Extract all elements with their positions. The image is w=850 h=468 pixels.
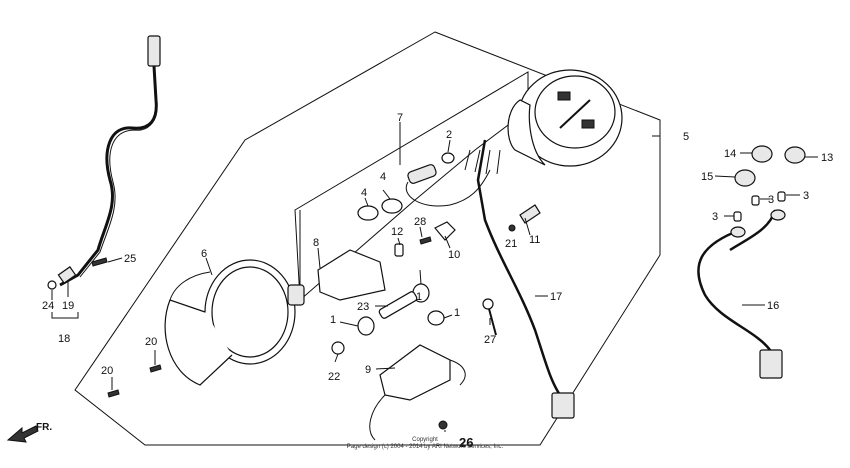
callout-16: 16 [767,300,779,312]
callout-25: 25 [124,253,136,265]
grommet-1b [357,316,375,336]
leader-lines [51,122,818,432]
callout-8: 8 [313,237,319,249]
callout-7: 7 [397,112,403,124]
screw-26 [438,420,448,430]
bolt-27 [487,304,497,336]
wire-harness-17 [464,139,575,419]
connector-16 [759,349,783,379]
part-callouts: 1 1 1 2 3 3 3 4 4 5 6 7 8 9 10 11 12 13 … [42,112,833,450]
callout-15: 15 [701,171,713,183]
callout-5: 5 [683,131,689,143]
stay-8 [317,249,386,301]
assembly-outline [74,31,661,446]
callout-1: 1 [416,291,422,303]
screw-20b [107,389,120,398]
nut-22 [331,341,345,355]
trip-window [581,119,595,129]
arrow-icon [6,425,39,443]
screw-20a [149,364,162,373]
collar-23 [378,291,418,319]
callout-19: 19 [62,300,74,312]
callout-20: 20 [101,365,113,377]
callout-1: 1 [330,314,336,326]
bulb-3c [733,211,742,222]
callout-21: 21 [505,238,517,250]
bulb-3a [751,195,760,206]
callout-17: 17 [550,291,562,303]
callout-13: 13 [821,152,833,164]
callout-24: 24 [42,300,54,312]
pin-12 [394,243,404,257]
callout-18: 18 [58,333,70,345]
rubber-8 [287,284,305,306]
callout-9: 9 [365,364,371,376]
callout-12: 12 [391,226,403,238]
callout-26: 26 [459,435,473,450]
callout-14: 14 [724,148,736,160]
clamp-10 [434,221,456,241]
front-direction-arrow: FR. [6,422,52,443]
washer-24 [47,280,57,290]
callout-6: 6 [201,248,207,260]
callout-4: 4 [361,187,367,199]
callout-3: 3 [803,190,809,202]
callout-3: 3 [712,211,718,223]
callout-28: 28 [414,216,426,228]
lamp-socket-3b [770,209,786,221]
callout-23: 23 [357,301,369,313]
copyright-line-1: Copyright [412,437,438,443]
copyright-line-2: Page design (c) 2004 - 2014 by ARI Netwo… [347,444,504,450]
callout-10: 10 [448,249,460,261]
callout-3: 3 [768,194,774,206]
bracket-9 [379,344,451,401]
callout-20: 20 [145,336,157,348]
lens-15 [734,169,756,187]
speedometer-unit [507,69,623,167]
cable-joint-11 [519,204,541,224]
callout-11: 11 [529,234,540,246]
speedometer-cable [47,35,161,290]
callout-27: 27 [484,334,496,346]
front-label: FR. [36,422,52,433]
callout-4: 4 [380,171,386,183]
grommet-1c [427,310,445,326]
grommet-4b [381,198,403,214]
grommet-4a [357,205,379,221]
connector-17 [551,392,575,419]
screw-28 [419,236,432,245]
cable-lower-fitting [57,266,77,284]
wire-harness-16 [697,209,786,379]
callout-1: 1 [454,307,460,319]
bulb-3b [777,191,786,202]
callout-2: 2 [446,129,452,141]
lens-13 [784,146,806,164]
lamp-socket-3a [730,226,746,238]
lens-14 [751,145,773,163]
callout-22: 22 [328,371,340,383]
meter-case [164,259,296,386]
screw-21 [508,224,516,232]
screw-25 [91,257,108,267]
cable-upper-fitting [147,35,161,67]
odometer-window [557,91,571,101]
